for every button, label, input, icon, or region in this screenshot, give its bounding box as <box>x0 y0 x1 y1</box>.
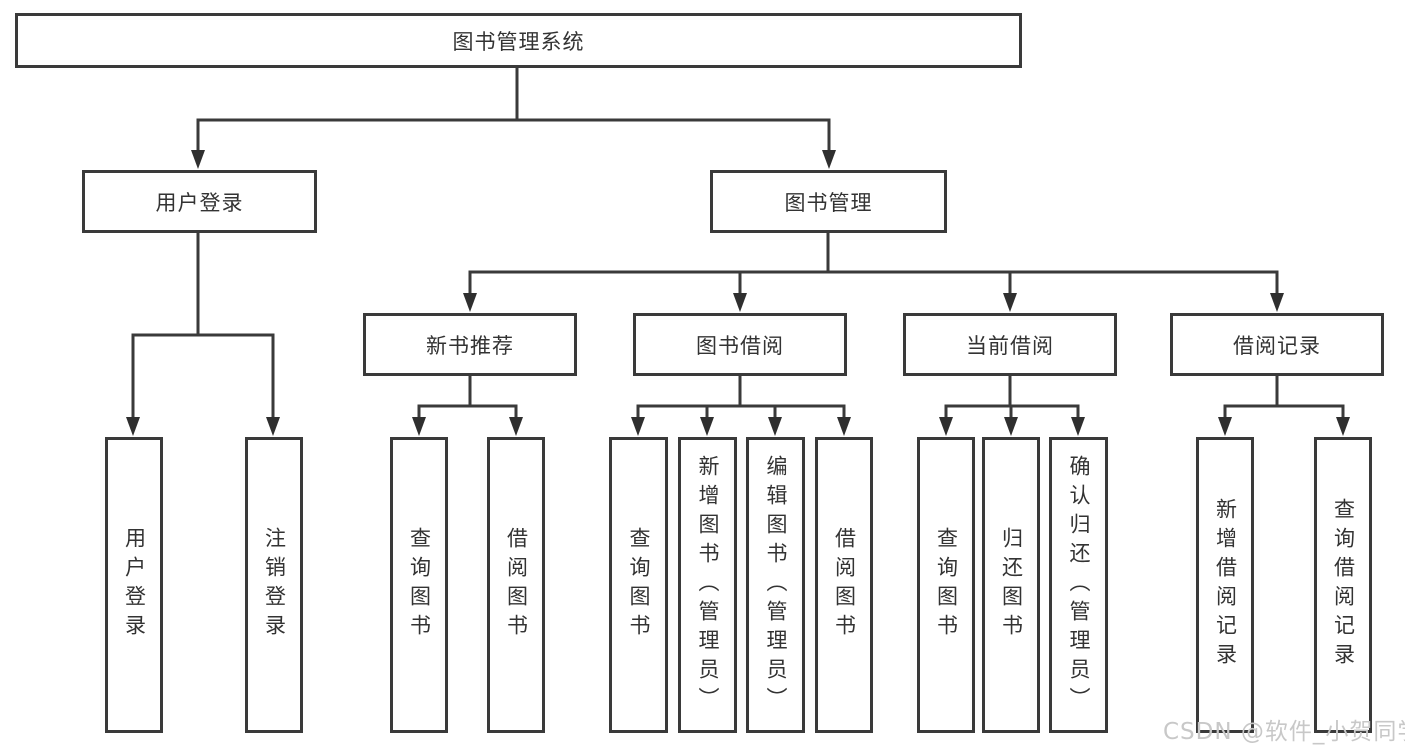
watermark: CSDN @软件_小贺同学 <box>1163 719 1405 745</box>
arrowhead-icon <box>266 417 280 436</box>
leaf-logout: 注销登录 <box>245 437 303 733</box>
arrowhead-icon <box>191 150 205 169</box>
arrowhead-icon <box>837 417 851 436</box>
arrowhead-icon <box>126 417 140 436</box>
leaf-user-login: 用户登录 <box>105 437 163 733</box>
arrowhead-icon <box>1004 417 1018 436</box>
arrowhead-icon <box>412 417 426 436</box>
arrowhead-icon <box>700 417 714 436</box>
node-current-borrow: 当前借阅 <box>903 313 1117 376</box>
arrowhead-icon <box>1270 293 1284 312</box>
leaf-query-books-current: 查询图书 <box>917 437 975 733</box>
connectors-borrow-records-to-leaves <box>1218 374 1350 436</box>
arrowhead-icon <box>463 293 477 312</box>
leaf-add-borrow-record: 新增借阅记录 <box>1196 437 1254 733</box>
node-book-management: 图书管理 <box>710 170 947 233</box>
leaf-query-books-recommend: 查询图书 <box>390 437 448 733</box>
arrowhead-icon <box>939 417 953 436</box>
node-book-borrow: 图书借阅 <box>633 313 847 376</box>
leaf-add-books-admin: 新增图书（管理员） <box>678 437 737 733</box>
leaf-borrow-books: 借阅图书 <box>815 437 873 733</box>
leaf-query-books-borrow: 查询图书 <box>609 437 668 733</box>
leaf-borrow-books-recommend: 借阅图书 <box>487 437 545 733</box>
arrowhead-icon <box>1071 417 1085 436</box>
leaf-confirm-return-admin: 确认归还（管理员） <box>1049 437 1108 733</box>
connectors-user-login-to-leaves <box>126 231 280 436</box>
arrowhead-icon <box>1336 417 1350 436</box>
connectors-book-borrow-to-leaves <box>631 374 851 436</box>
arrowhead-icon <box>822 150 836 169</box>
connectors-new-book-recommend-to-leaves <box>412 374 523 436</box>
arrowhead-icon <box>1218 417 1232 436</box>
node-borrow-records: 借阅记录 <box>1170 313 1384 376</box>
connectors-book-management-to-level3 <box>463 231 1284 312</box>
connectors-current-borrow-to-leaves <box>939 374 1085 436</box>
arrowhead-icon <box>733 293 747 312</box>
arrowhead-icon <box>631 417 645 436</box>
arrowhead-icon <box>509 417 523 436</box>
arrowhead-icon <box>1003 293 1017 312</box>
leaf-return-books: 归还图书 <box>982 437 1040 733</box>
leaf-query-borrow-record: 查询借阅记录 <box>1314 437 1372 733</box>
node-new-book-recommend: 新书推荐 <box>363 313 577 376</box>
leaf-edit-books-admin: 编辑图书（管理员） <box>746 437 805 733</box>
arrowhead-icon <box>768 417 782 436</box>
connectors-root-to-level2 <box>191 66 836 169</box>
node-user-login: 用户登录 <box>82 170 317 233</box>
node-root-system: 图书管理系统 <box>15 13 1022 68</box>
